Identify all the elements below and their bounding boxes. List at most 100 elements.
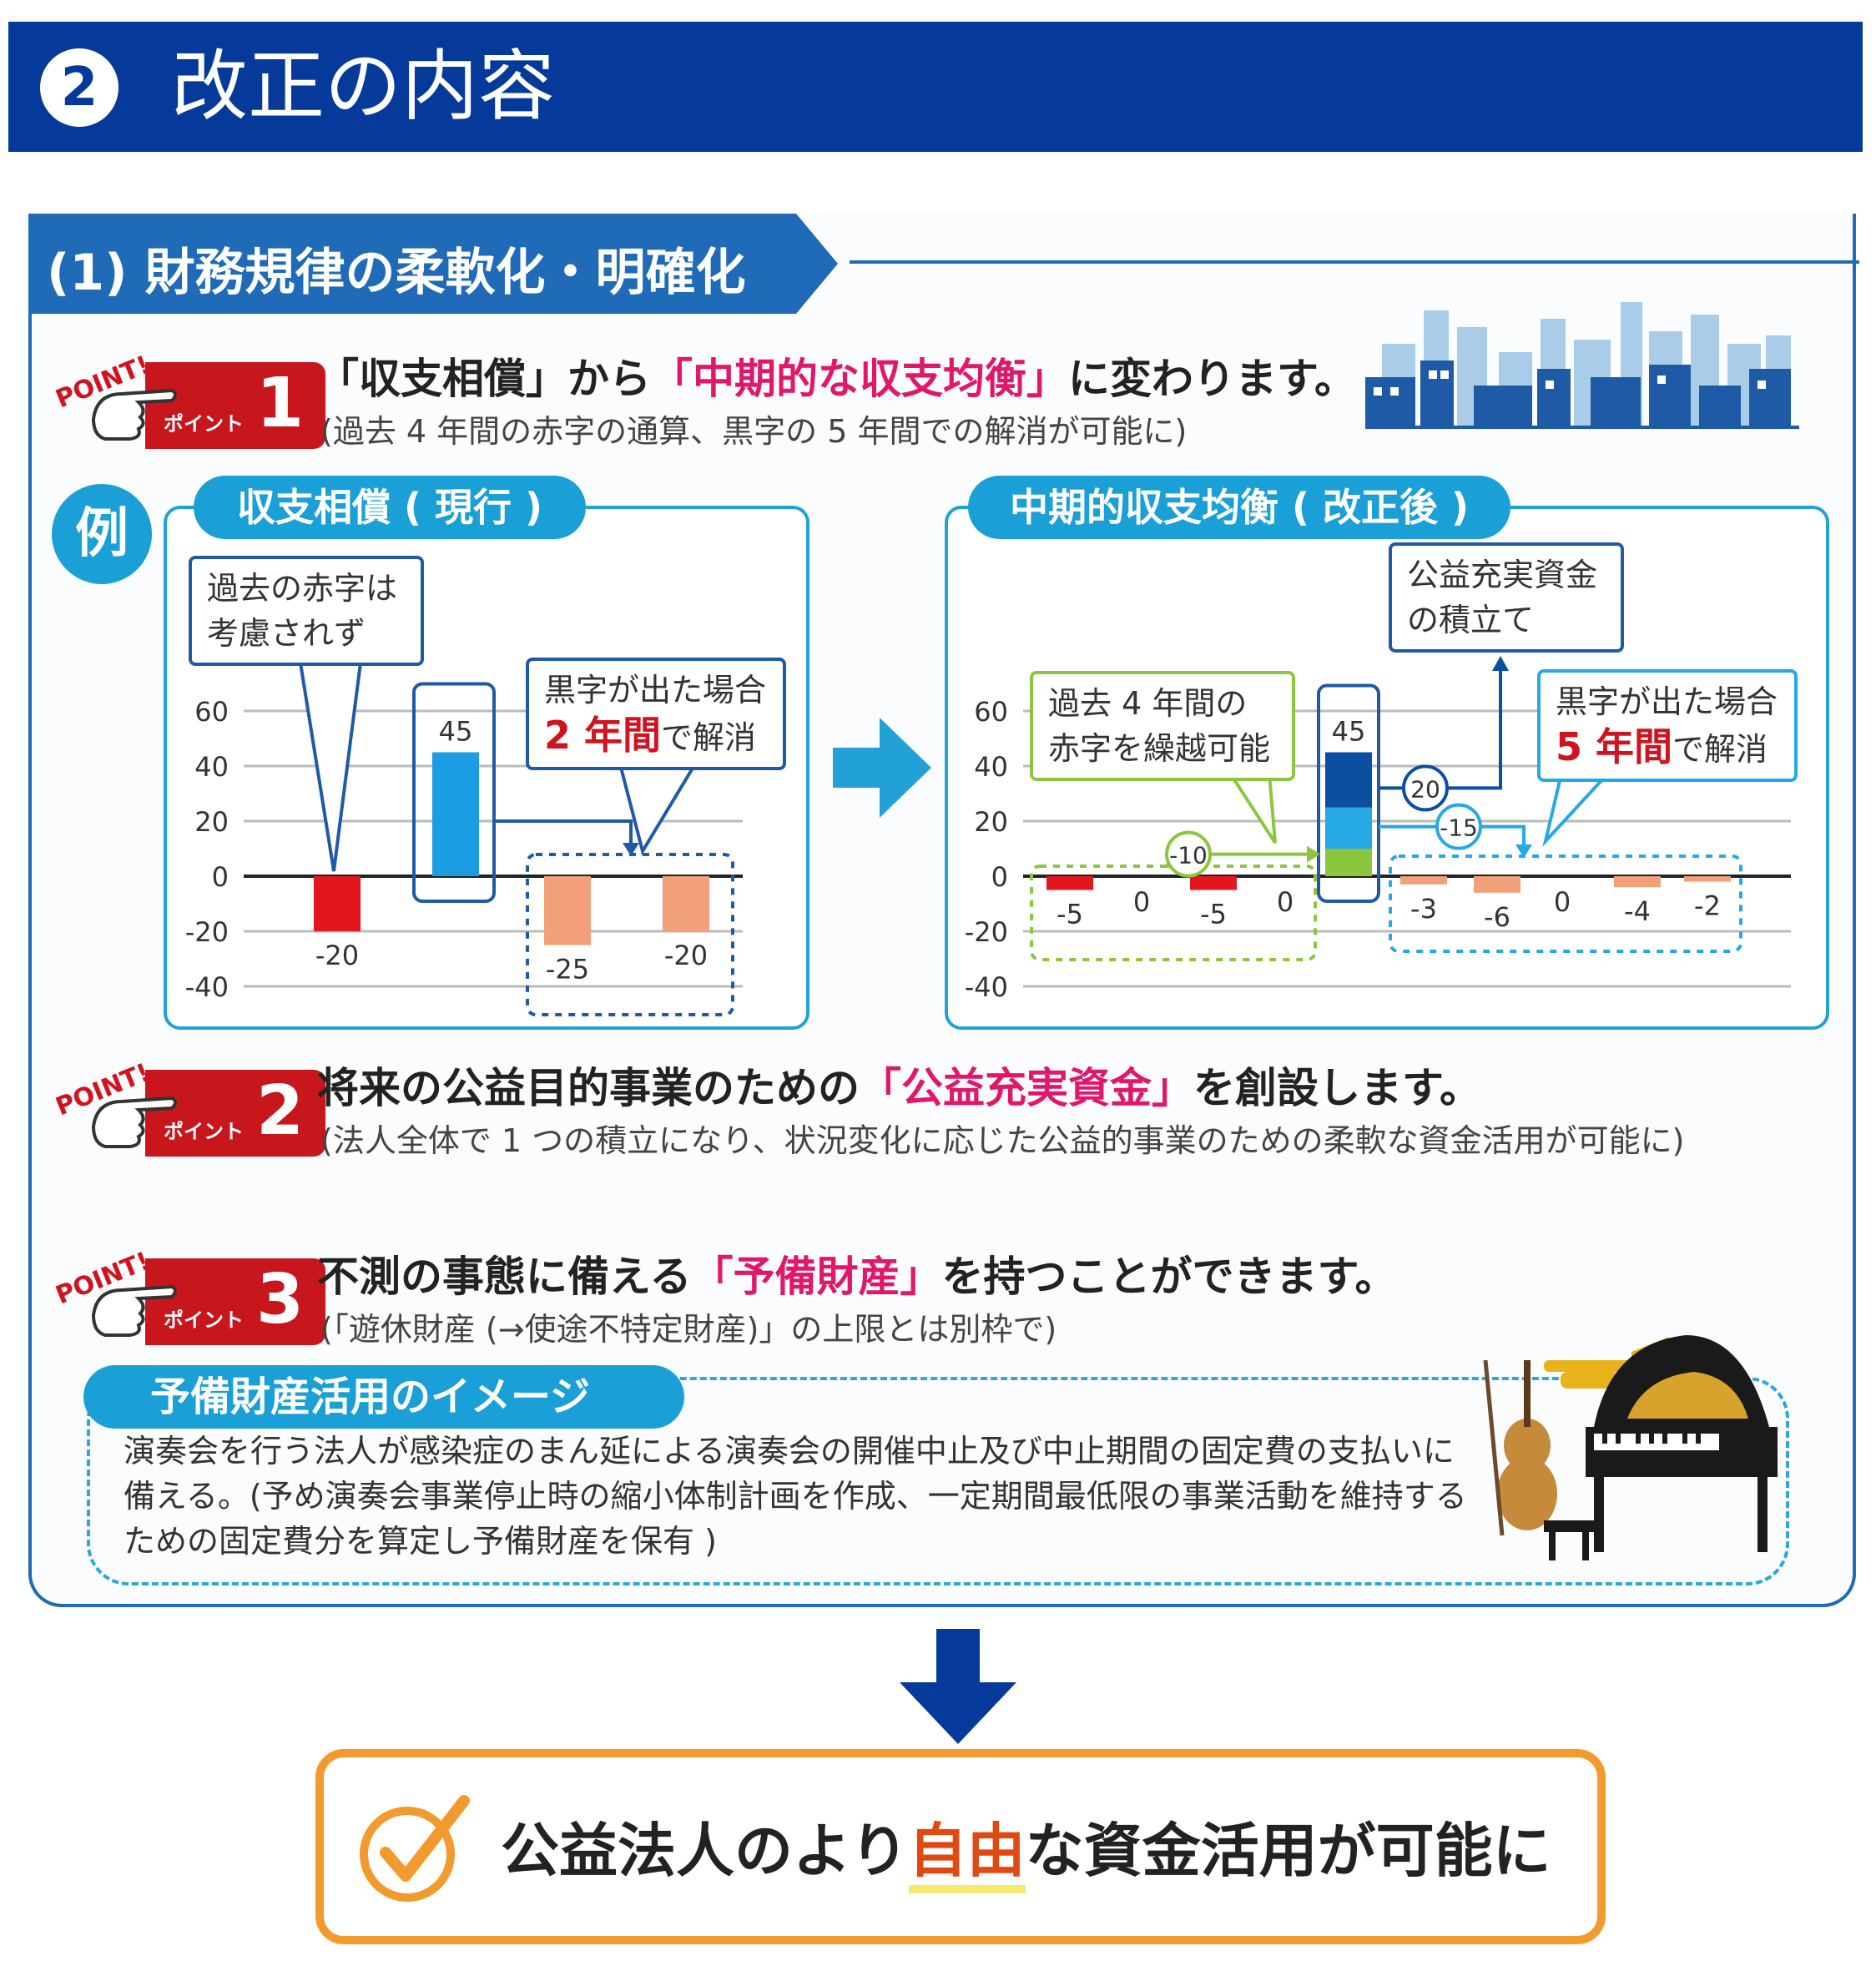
title-number: 2 <box>40 48 119 127</box>
point-1-kana: ポイント <box>164 412 244 436</box>
section-tab: (1) 財務規律の柔軟化・明確化 <box>28 214 838 314</box>
y-tick-label: 20 <box>974 806 1008 838</box>
down-arrow-icon <box>900 1629 1016 1744</box>
point-1-badge: POINT! ポイント 1 <box>45 337 329 454</box>
flow-amount-label: -10 <box>1169 842 1208 870</box>
callout-past-deficit-line1: 過去の赤字は <box>207 570 398 607</box>
point-1-heading: 「収支相償」から「中期的な収支均衡」に変わります。 <box>317 345 1356 406</box>
callout-fund-reserve-line2: の積立て <box>1407 602 1535 638</box>
pointing-hand-icon <box>91 388 177 441</box>
bar-value-label: 0 <box>1133 886 1150 918</box>
callout-left-surplus-tail: で解消 <box>661 719 757 756</box>
point-3-badge: POINT! ポイント 3 <box>45 1233 329 1350</box>
point-1-heading-highlight: 「中期的な収支均衡」 <box>651 355 1068 403</box>
callout-left-surplus-red: 2 年間 <box>544 713 662 758</box>
bar-value-label: -5 <box>1200 899 1227 930</box>
image-section-tab: 予備財産活用のイメージ <box>83 1365 684 1429</box>
y-tick-label: -20 <box>965 916 1008 948</box>
point-3-heading-post: を持つことができます。 <box>941 1253 1397 1301</box>
y-tick-label: 20 <box>194 806 229 838</box>
bar-segment <box>1325 752 1372 808</box>
bar <box>1190 876 1237 890</box>
flow-amount-badge <box>1165 830 1212 878</box>
y-tick-label: 40 <box>194 751 229 783</box>
point-3-subtext: (「遊休財産 (→使途不特定財産)」の上限とは別枠で) <box>320 1311 1057 1348</box>
arrow-head-icon <box>1307 845 1320 863</box>
right-chart-title: 中期的収支均衡 ( 改正後 ) <box>968 476 1510 539</box>
left-chart-title: 収支相償 ( 現行 ) <box>194 476 586 539</box>
musical-instruments-illustration <box>1483 1335 1778 1560</box>
callout-right-surplus-red: 5 年間 <box>1556 724 1673 769</box>
point-2-heading-pre: 将来の公益目的事業のための <box>317 1064 860 1112</box>
bar-value-label: 45 <box>1332 716 1366 748</box>
point-3-heading-highlight: 「予備財産」 <box>691 1253 942 1301</box>
page-title: 改正の内容 <box>171 42 556 131</box>
bar-value-label: -2 <box>1694 890 1721 922</box>
arrow-head-icon <box>623 843 639 856</box>
point-2-number: 2 <box>255 1071 304 1151</box>
point-3-heading-pre: 不測の事態に備える <box>317 1253 692 1301</box>
point-3-kana: ポイント <box>164 1308 244 1332</box>
y-tick-label: 60 <box>194 696 229 728</box>
city-skyline-illustration <box>1365 302 1799 429</box>
callout-carry-forward: 過去 4 年間の 赤字を繰越可能 <box>1030 671 1295 781</box>
callout-fund-reserve: 公益充実資金 の積立て <box>1389 542 1624 653</box>
y-tick-label: 0 <box>212 861 229 893</box>
bar-value-label: -6 <box>1484 901 1510 933</box>
bar <box>1400 876 1447 885</box>
section-title: (1) 財務規律の柔軟化・明確化 <box>47 244 746 302</box>
callout-left-surplus-line2: 2 年間で解消 <box>544 713 768 760</box>
title-bar: 2 改正の内容 <box>8 22 1863 152</box>
callout-carry-forward-line2: 赤字を繰越可能 <box>1048 730 1271 767</box>
flow-amount-badge <box>1402 764 1449 812</box>
example-badge: 例 <box>52 484 152 584</box>
callout-past-deficit-line2: 考慮されず <box>207 615 366 652</box>
result-text-post: な資金活用が可能に <box>1025 1817 1551 1885</box>
bar <box>1684 876 1731 882</box>
panel-top-line <box>850 260 1859 264</box>
callout-past-deficit: 過去の赤字は 考慮されず <box>189 556 424 666</box>
y-tick-label: -40 <box>185 971 229 1003</box>
bar-value-label: -4 <box>1624 895 1651 927</box>
bar <box>663 876 709 931</box>
point-1-subtext: (過去 4 年間の赤字の通算、黒字の 5 年間での解消が可能に) <box>320 413 1188 450</box>
point-3-heading: 不測の事態に備える「予備財産」を持つことができます。 <box>317 1243 1397 1303</box>
point-1-redbox: ポイント 1 <box>145 362 325 449</box>
surplus-arrow-line <box>494 819 633 851</box>
bar <box>1614 876 1661 888</box>
callout-right-surplus: 黒字が出た場合 5 年間で解消 <box>1537 669 1798 782</box>
bar-segment <box>1325 807 1372 849</box>
pointing-hand-icon <box>91 1284 177 1337</box>
point-2-kana: ポイント <box>164 1120 244 1143</box>
callout-right-surplus-tail: で解消 <box>1672 731 1768 768</box>
bar-segment <box>1325 849 1372 876</box>
flow-amount-badge <box>1435 803 1482 850</box>
y-tick-label: -40 <box>965 971 1008 1003</box>
image-section-text: 演奏会を行う法人が感染症のまん延による演奏会の開催中止及び中止期間の固定費の支払… <box>124 1433 1467 1560</box>
point-1-number: 1 <box>255 364 304 443</box>
point-2-redbox: ポイント 2 <box>145 1070 325 1157</box>
surplus-arrow-line <box>1379 824 1526 853</box>
callout-carry-forward-line1: 過去 4 年間の <box>1048 685 1248 722</box>
point-2-badge: POINT! ポイント 2 <box>45 1045 329 1162</box>
pointing-hand-icon <box>91 1096 177 1148</box>
point-2-heading-post: を創設します。 <box>1193 1064 1481 1112</box>
y-tick-label: 0 <box>991 861 1008 893</box>
surplus-dashed-box <box>1389 854 1742 953</box>
point-3-number: 3 <box>255 1260 304 1339</box>
bar <box>432 752 479 876</box>
point-1-heading-pre: 「収支相償」から <box>317 355 651 403</box>
flow-amount-label: 20 <box>1410 775 1440 803</box>
bar-value-label: -25 <box>546 954 589 986</box>
bar-value-label: -20 <box>664 940 708 971</box>
bar-value-label: 0 <box>1277 886 1294 918</box>
bar <box>314 876 361 931</box>
point-1-heading-post: に変わります。 <box>1068 355 1356 403</box>
y-tick-label: 40 <box>974 751 1008 783</box>
arrow-head-icon <box>1515 844 1532 858</box>
bar-value-label: 0 <box>1554 886 1571 918</box>
result-text: 公益法人のより自由な資金活用が可能に <box>501 1804 1551 1893</box>
bar-value-label: -3 <box>1410 893 1437 925</box>
callout-right-surplus-line1: 黒字が出た場合 <box>1556 683 1778 720</box>
